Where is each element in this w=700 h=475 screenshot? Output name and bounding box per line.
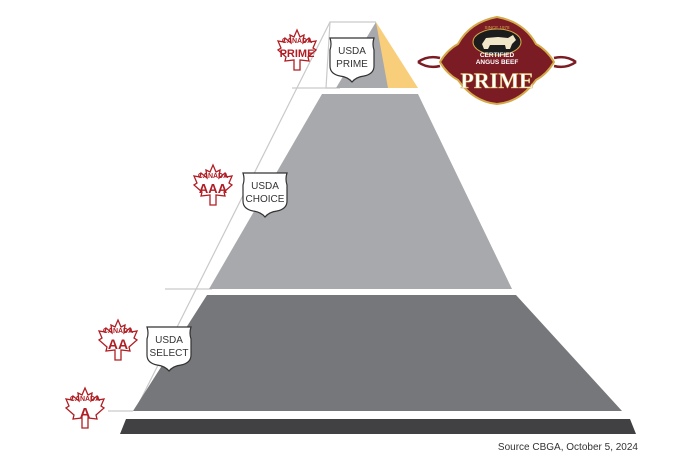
canada-aaa-mark: CANADA AAA xyxy=(193,164,233,206)
canada-aa-country: CANADA xyxy=(103,328,133,335)
canada-prime-mark: CANADA PRIME xyxy=(277,29,317,71)
canada-a-mark: CANADA A xyxy=(65,387,105,429)
usda-prime-shield: USDA PRIME xyxy=(329,37,375,83)
pyramid-outline xyxy=(108,21,376,412)
tier-standard xyxy=(120,419,636,434)
cab-since: SINCE 1978 xyxy=(484,25,510,30)
cow-icon xyxy=(482,35,516,49)
usda-prime-agency: USDA xyxy=(338,46,366,57)
canada-a-country: CANADA xyxy=(70,396,100,403)
cab-brand-line1: CERTIFIED xyxy=(480,52,515,59)
usda-select-grade: SELECT xyxy=(150,348,189,359)
usda-select-agency: USDA xyxy=(155,335,183,346)
usda-prime-grade: PRIME xyxy=(336,59,368,70)
usda-choice-agency: USDA xyxy=(251,181,279,192)
certified-angus-beef-prime-logo: SINCE 1978 CERTIFIED ANGUS BEEF PRIME xyxy=(417,15,577,106)
tier-choice xyxy=(209,94,512,289)
usda-choice-grade: CHOICE xyxy=(246,194,285,205)
canada-aa-mark: CANADA AA xyxy=(98,319,138,361)
tier-prime-accent xyxy=(376,22,418,88)
canada-prime-grade: PRIME xyxy=(280,48,315,60)
canada-a-grade: A xyxy=(80,405,91,422)
canada-aaa-grade: AAA xyxy=(199,181,228,196)
canada-prime-country: CANADA xyxy=(282,38,312,45)
usda-select-shield: USDA SELECT xyxy=(146,326,192,372)
usda-choice-shield: USDA CHOICE xyxy=(242,172,288,218)
source-note: Source CBGA, October 5, 2024 xyxy=(498,442,639,453)
tier-select xyxy=(133,295,622,411)
canada-aa-grade: AA xyxy=(108,336,128,352)
cab-brand-line2: ANGUS BEEF xyxy=(476,59,519,66)
cab-grade: PRIME xyxy=(460,68,533,93)
canada-aaa-country: CANADA xyxy=(198,173,228,180)
